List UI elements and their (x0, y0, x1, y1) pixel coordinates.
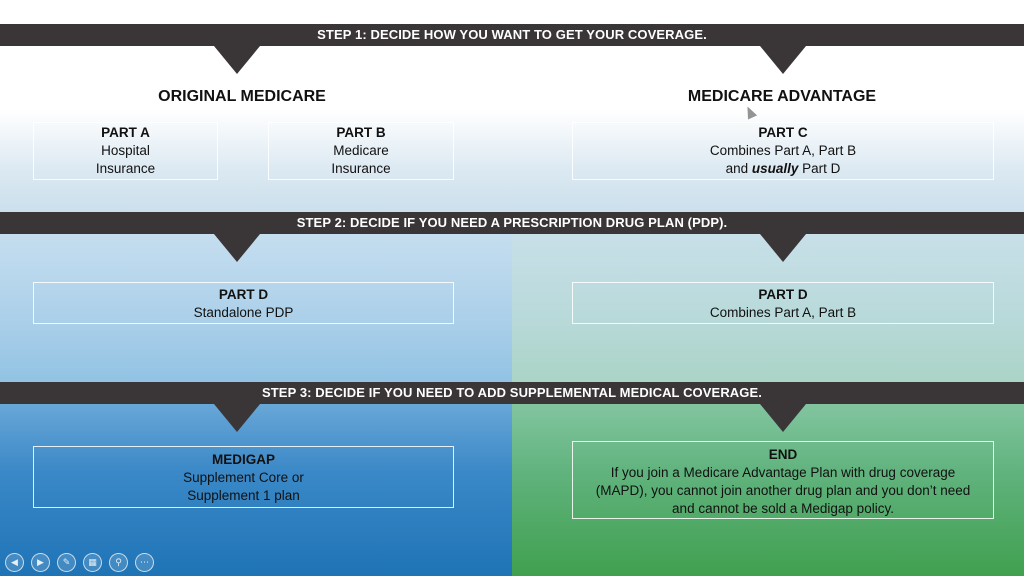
step-3-left-arrow (214, 404, 260, 432)
slides-icon[interactable]: ▦ (83, 553, 102, 572)
medigap-line2: Supplement 1 plan (187, 488, 300, 503)
part-d-combined-box: PART D Combines Part A, Part B (572, 282, 994, 324)
part-d-right-line1: Combines Part A, Part B (709, 305, 857, 320)
end-line1: If you join a Medicare Advantage Plan wi… (610, 465, 956, 480)
medicare-advantage-heading: MEDICARE ADVANTAGE (687, 88, 877, 105)
part-c-title: PART C (758, 125, 808, 140)
part-d-standalone-box: PART D Standalone PDP (33, 282, 454, 324)
part-a-line2: Insurance (95, 161, 156, 176)
step-3-right-arrow (760, 404, 806, 432)
original-medicare-heading: ORIGINAL MEDICARE (158, 88, 326, 105)
part-c-line1: Combines Part A, Part B (709, 143, 857, 158)
part-c-line2: and usually Part D (573, 160, 993, 178)
end-line3: and cannot be sold a Medigap policy. (672, 501, 894, 516)
part-c-line2-pre: and (725, 161, 752, 176)
part-a-box: PART A Hospital Insurance (33, 122, 218, 180)
part-a-title: PART A (101, 125, 150, 140)
part-b-line2: Insurance (331, 161, 391, 176)
part-d-left-title: PART D (218, 287, 269, 302)
arrow-left-icon[interactable]: ◀ (5, 553, 24, 572)
step-1-right-arrow (760, 46, 806, 74)
pen-icon[interactable]: ✎ (57, 553, 76, 572)
arrow-right-icon[interactable]: ▶ (31, 553, 50, 572)
part-c-box: PART C Combines Part A, Part B and usual… (572, 122, 994, 180)
medigap-line1: Supplement Core or (183, 470, 304, 485)
step-2-bar: STEP 2: DECIDE IF YOU NEED A PRESCRIPTIO… (0, 212, 1024, 234)
part-b-line1: Medicare (333, 143, 389, 158)
part-d-left-line1: Standalone PDP (193, 305, 294, 320)
zoom-icon[interactable]: ⚲ (109, 553, 128, 572)
part-c-usually: usually (751, 161, 799, 176)
part-c-line2-post: Part D (798, 161, 841, 176)
presentation-controls: ◀ ▶ ✎ ▦ ⚲ ⋯ (5, 553, 154, 573)
step-1-bar: STEP 1: DECIDE HOW YOU WANT TO GET YOUR … (0, 24, 1024, 46)
end-title: END (768, 447, 798, 462)
step-3-bar: STEP 3: DECIDE IF YOU NEED TO ADD SUPPLE… (0, 382, 1024, 404)
step-2-right-arrow (760, 234, 806, 262)
end-box: END If you join a Medicare Advantage Pla… (572, 441, 994, 519)
part-d-right-title: PART D (758, 287, 808, 302)
end-line2: (MAPD), you cannot join another drug pla… (595, 483, 971, 498)
medigap-title: MEDIGAP (211, 452, 275, 467)
more-icon[interactable]: ⋯ (135, 553, 154, 572)
part-a-line1: Hospital (101, 143, 150, 158)
part-b-box: PART B Medicare Insurance (268, 122, 454, 180)
step-2-left-arrow (214, 234, 260, 262)
part-b-title: PART B (336, 125, 386, 140)
medigap-box: MEDIGAP Supplement Core or Supplement 1 … (33, 446, 454, 508)
step-1-left-arrow (214, 46, 260, 74)
